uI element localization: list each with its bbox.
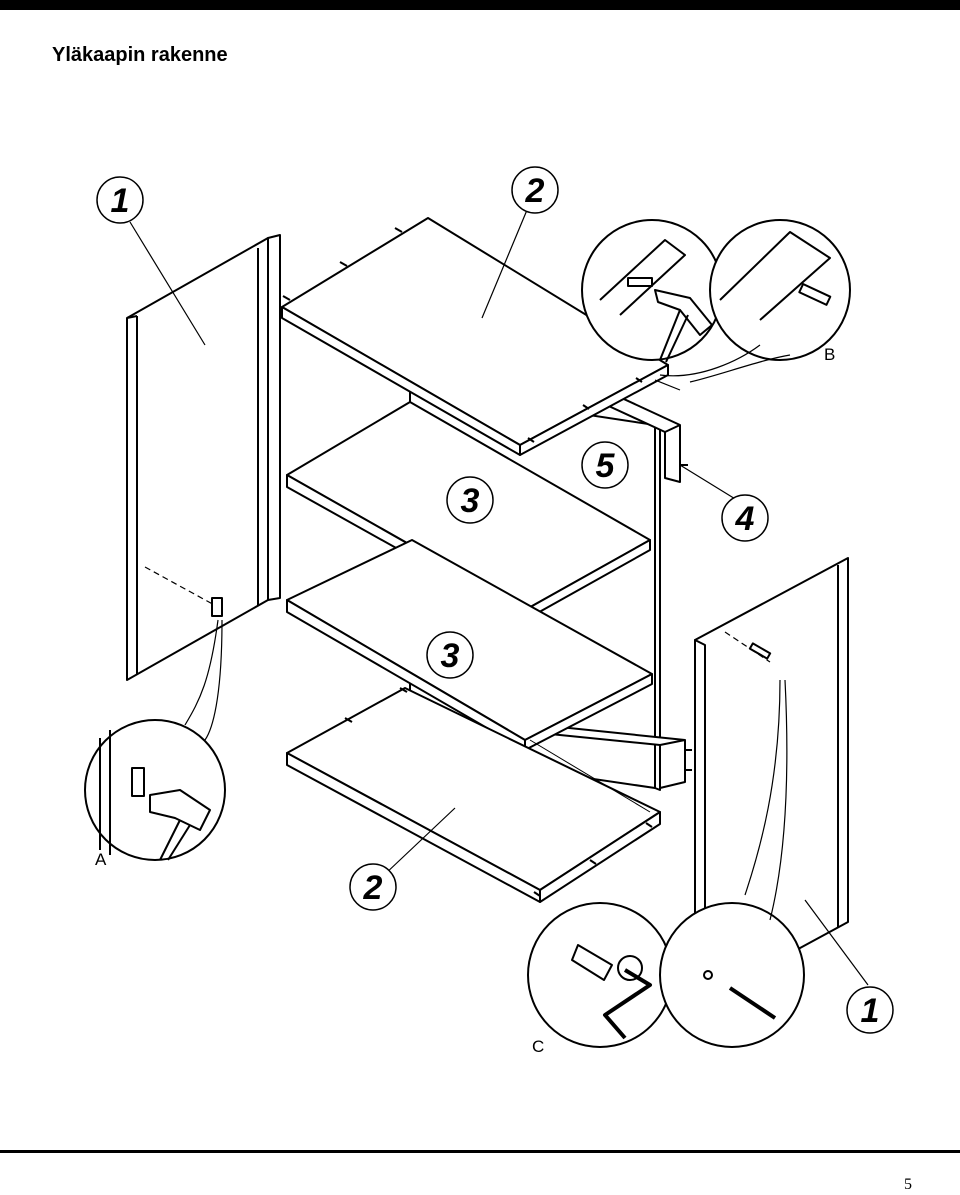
detail-cam-lock (527, 679, 805, 1048)
callout-bottom-panel: 2 (363, 869, 383, 907)
callout-side-right: 1 (861, 992, 880, 1030)
assembly-diagram: 1 2 5 3 3 4 2 1 A B C (84, 166, 894, 1056)
callout-circle-rail (721, 494, 769, 542)
callout-back-panel: 5 (596, 447, 616, 485)
bottom-rule (0, 1150, 960, 1153)
page-title: Yläkaapin rakenne (52, 44, 228, 66)
callout-shelf-lower: 3 (441, 637, 460, 675)
callout-circle-back (581, 441, 629, 489)
detail-dowel (581, 219, 851, 391)
detail-label-hanger: A (95, 850, 107, 869)
callout-circle-bottom (349, 863, 397, 911)
callout-circle-left-side (96, 176, 144, 224)
callout-top-panel: 2 (525, 172, 545, 210)
top-rule (0, 0, 960, 10)
callout-circle-right-side (846, 986, 894, 1034)
callout-rail: 4 (735, 500, 755, 538)
detail-label-dowel: B (824, 345, 835, 364)
callout-circle-shelf-lower (426, 631, 474, 679)
top-panel (281, 217, 669, 456)
bottom-panel (286, 687, 661, 903)
shelf-lower (286, 539, 653, 751)
leader-lines (129, 209, 869, 986)
detail-label-cam-lock: C (532, 1037, 544, 1056)
callout-circle-top (511, 166, 559, 214)
side-panel-left (126, 234, 281, 681)
callout-shelf-upper: 3 (461, 482, 480, 520)
callout-circle-shelf-upper (446, 476, 494, 524)
callout-side-left: 1 (111, 182, 130, 220)
page-number: 5 (904, 1176, 912, 1193)
detail-hanger (84, 619, 226, 861)
